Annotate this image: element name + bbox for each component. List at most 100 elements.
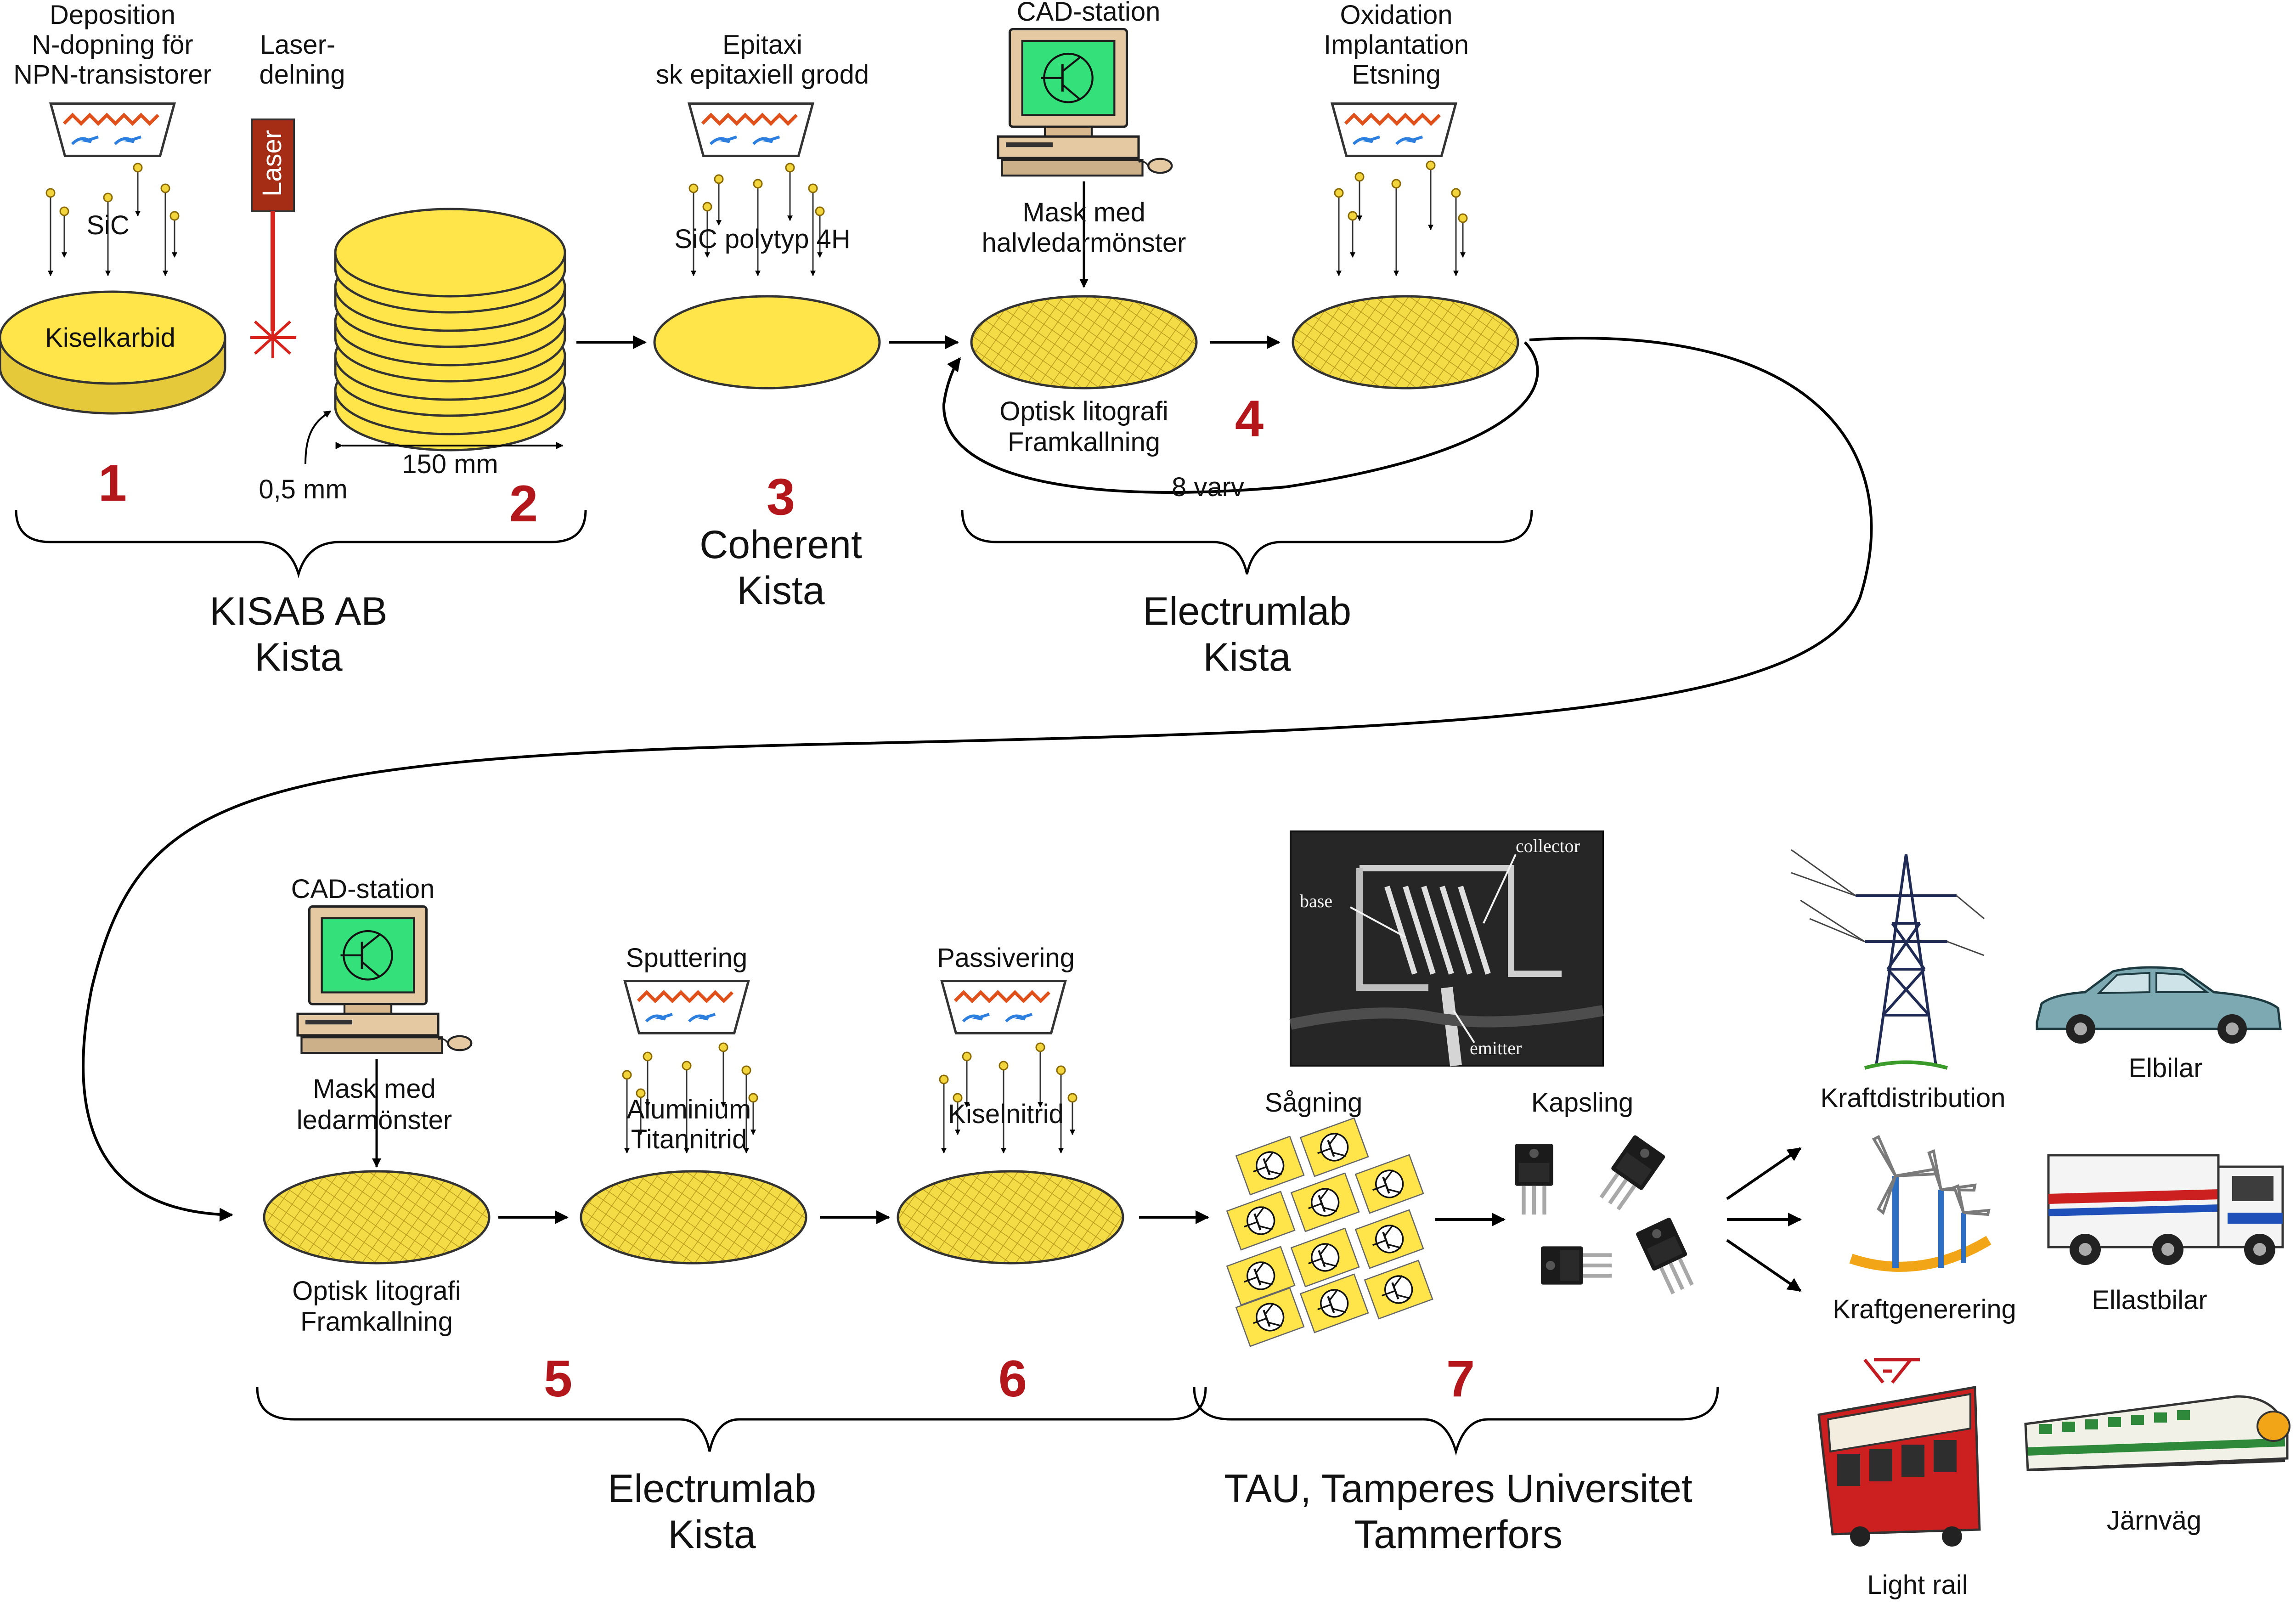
loop-label: 8 varv [1172, 472, 1244, 502]
car-icon [2036, 966, 2282, 1044]
micrograph: collector base emitter [1289, 830, 1604, 1067]
tram-icon [1817, 1358, 1981, 1547]
app-jarnvag: Järnväg [2107, 1506, 2201, 1536]
location-kisab-2: Kista [254, 635, 342, 679]
wafer-sputtered [580, 1170, 807, 1265]
app-ellastbilar: Ellastbilar [2092, 1285, 2207, 1315]
oxidation-chamber-icon [1332, 104, 1455, 156]
step-7: collector base emitter Sågning Kapsling [1227, 830, 1700, 1407]
step-4: CAD-station Mask med halvledarmönster Op… [942, 0, 1539, 502]
nitride-label: Kiselnitrid [948, 1099, 1063, 1129]
brace-electrum-1 [961, 509, 1533, 575]
brace-kisab [15, 509, 587, 579]
wafer-label: Kiselkarbid [45, 323, 175, 353]
step5-mask-1: Mask med [313, 1074, 436, 1104]
location-coherent-1: Coherent [700, 523, 862, 567]
sawing-label: Sågning [1265, 1088, 1363, 1118]
location-kisab-1: KISAB AB [209, 589, 387, 633]
particle-arrows-4 [1334, 160, 1468, 277]
step-number-1: 1 [98, 454, 127, 512]
cad-computer-icon [998, 29, 1172, 176]
packaging-label: Kapsling [1531, 1088, 1633, 1118]
step4-heading-1: Oxidation [1340, 0, 1452, 30]
app-kraftdistribution: Kraftdistribution [1821, 1083, 2006, 1113]
wind-turbine-icon [1849, 1135, 1991, 1272]
train-icon [2024, 1395, 2290, 1471]
applications: Kraftdistribution Elbilar [1791, 849, 2290, 1600]
location-electrum2-2: Kista [668, 1513, 756, 1557]
particle-arrows [45, 163, 180, 277]
app-kraftgenerering: Kraftgenerering [1833, 1294, 2016, 1324]
step-2: Laser- delning Laser 150 mm [250, 30, 566, 532]
step3-heading-2: sk epitaxiell grodd [656, 60, 869, 90]
sputtering-label: Sputtering [626, 943, 747, 973]
step-number-2: 2 [509, 475, 538, 532]
laser-label: Laser [257, 130, 287, 197]
width-label: 150 mm [402, 449, 498, 479]
loop-arrow [942, 341, 1539, 494]
app-elbilar: Elbilar [2128, 1053, 2202, 1083]
location-tau-1: TAU, Tamperes Universitet [1224, 1467, 1692, 1511]
processed-wafer [1292, 295, 1519, 390]
epitaxy-chamber-icon [689, 104, 812, 156]
truck-icon [2047, 1154, 2284, 1265]
step-number-7: 7 [1446, 1350, 1475, 1407]
step2-heading-2: delning [259, 60, 345, 90]
sawn-chips [1227, 1118, 1433, 1346]
micro-emitter: emitter [1470, 1038, 1522, 1058]
step4-mask-1: Mask med [1022, 198, 1145, 227]
step-6: Passivering Kiselnitrid 6 [897, 943, 1124, 1407]
step5-litho-1: Optisk litografi [292, 1276, 461, 1306]
epi-wafer [653, 295, 881, 390]
micro-collector: collector [1516, 836, 1580, 856]
app-lightrail: Light rail [1867, 1570, 1968, 1600]
patterned-wafer [970, 295, 1198, 390]
step5-litho-2: Framkallning [300, 1307, 453, 1337]
step5-mask-2: ledarmönster [297, 1105, 452, 1135]
passivation-label: Passivering [937, 943, 1075, 973]
step-number-3: 3 [767, 468, 795, 525]
step4-heading-3: Etsning [1352, 60, 1440, 90]
step3-heading-1: Epitaxi [722, 30, 802, 60]
location-electrum1-1: Electrumlab [1143, 589, 1351, 633]
particle-arrows-5 [622, 1042, 758, 1154]
step4-heading-2: Implantation [1324, 30, 1469, 60]
cad-computer-icon-2 [298, 907, 471, 1053]
sic-wafer [0, 290, 226, 415]
sputtering-chamber-icon [625, 981, 748, 1034]
power-pylon-icon [1791, 849, 1985, 1070]
thickness-label: 0,5 mm [259, 474, 347, 504]
step2-heading-1: Laser- [260, 30, 335, 60]
step4-cad-label: CAD-station [1017, 0, 1161, 27]
step-number-6: 6 [999, 1350, 1027, 1407]
step1-heading-2: N-dopning för [32, 30, 193, 60]
location-electrum2-1: Electrumlab [608, 1467, 816, 1511]
metal-1: Aluminium [627, 1095, 751, 1124]
step-1: Deposition N-dopning för NPN-transistore… [0, 0, 226, 512]
location-coherent-2: Kista [737, 569, 824, 613]
wafer-stack [334, 208, 566, 452]
packaged-transistors [1515, 1134, 1700, 1298]
step-number-5: 5 [544, 1350, 572, 1407]
passivation-chamber-icon [942, 981, 1065, 1034]
step-number-4: 4 [1235, 390, 1264, 447]
brace-electrum-2 [256, 1387, 1207, 1452]
step-3: Epitaxi sk epitaxiell grodd SiC polytyp … [653, 30, 881, 525]
step4-mask-2: halvledarmönster [982, 228, 1186, 258]
step4-litho-2: Framkallning [1008, 427, 1160, 457]
step3-material: SiC polytyp 4H [674, 224, 851, 254]
metal-2: Titannitrid [631, 1124, 747, 1154]
step1-heading-3: NPN-transistorer [13, 60, 212, 90]
location-electrum1-2: Kista [1203, 635, 1291, 679]
deposition-chamber-icon [51, 104, 174, 156]
step4-litho-1: Optisk litografi [999, 396, 1168, 426]
step-5: CAD-station Mask med ledarmönster Optisk… [263, 874, 807, 1407]
step5-cad-label: CAD-station [291, 874, 435, 904]
wafer-passivated [897, 1170, 1124, 1265]
step1-heading-1: Deposition [50, 0, 175, 30]
particle-arrows-6 [939, 1042, 1077, 1154]
brace-tau [1193, 1387, 1719, 1456]
wafer-5 [263, 1170, 491, 1265]
flow-connector [82, 337, 1873, 1222]
